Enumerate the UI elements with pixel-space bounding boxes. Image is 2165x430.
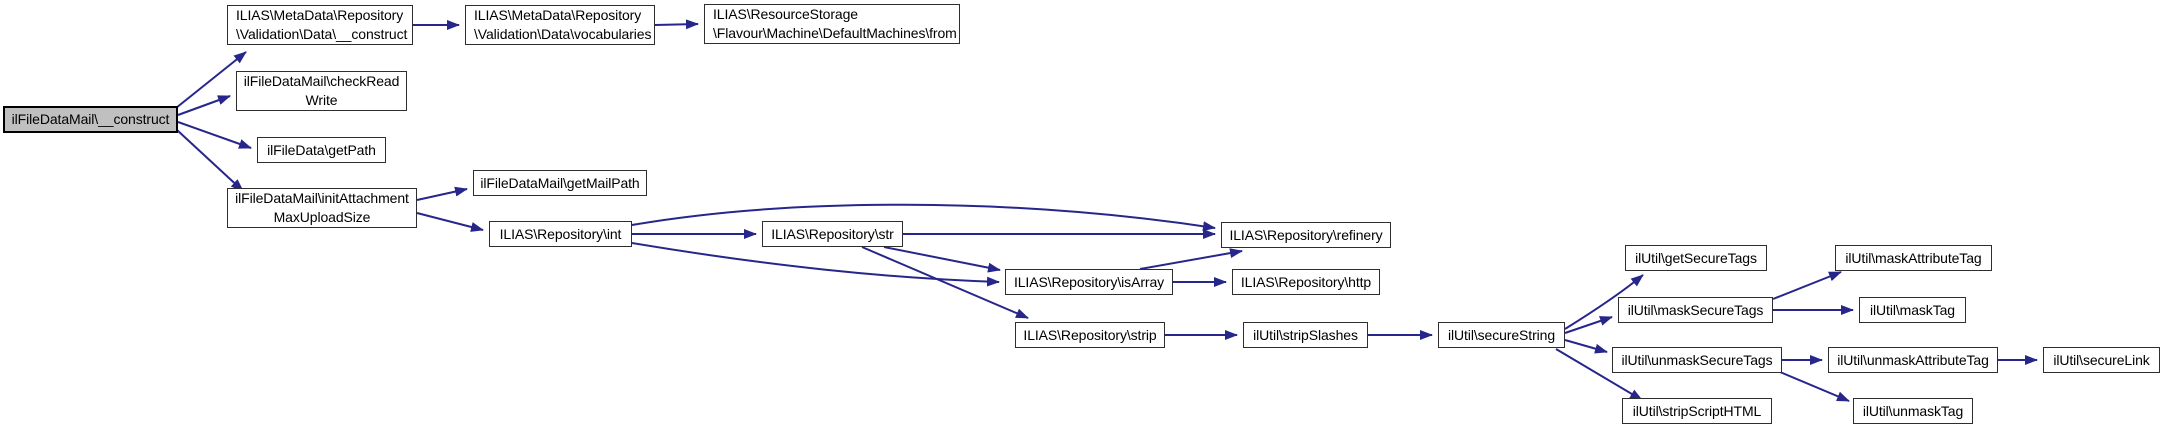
- graph-node-repo-is-array[interactable]: ILIAS\Repository\isArray: [1005, 269, 1173, 295]
- graph-node-unmask-tag[interactable]: ilUtil\unmaskTag: [1853, 398, 1973, 424]
- graph-node-label: ILIAS\Repository\str: [771, 225, 894, 242]
- graph-node-mask-secure-tags[interactable]: ilUtil\maskSecureTags: [1618, 297, 1773, 323]
- graph-node-label: ILIAS\Repository\refinery: [1229, 226, 1383, 243]
- graph-node-label: ILIAS\MetaData\Repository: [474, 7, 642, 23]
- graph-node-md-construct[interactable]: ILIAS\MetaData\Repository \Validation\Dat…: [227, 5, 413, 45]
- graph-node-label: ILIAS\Repository\http: [1240, 273, 1372, 290]
- edge-repo-int-to-repo-is-array: [631, 242, 1000, 287]
- graph-node-get-secure-tags[interactable]: ilUtil\getSecureTags: [1625, 245, 1767, 271]
- graph-node-get-mail-path[interactable]: ilFileDataMail\getMailPath: [473, 170, 647, 196]
- graph-node-strip-script-html[interactable]: ilUtil\stripScriptHTML: [1622, 398, 1772, 424]
- graph-node-construct: ilFileDataMail\__construct: [3, 106, 178, 133]
- graph-node-mask-tag[interactable]: ilUtil\maskTag: [1859, 297, 1966, 323]
- graph-node-label: ilUtil\stripScriptHTML: [1632, 402, 1762, 419]
- graph-node-repo-int[interactable]: ILIAS\Repository\int: [489, 221, 632, 247]
- edge-unmask-secure-tags-to-unmask-tag: [1779, 371, 1850, 402]
- graph-node-label: ilFileDataMail\getMailPath: [480, 174, 640, 191]
- edge-secure-string-to-unmask-secure-tags: [1564, 339, 1608, 354]
- edge-vocabularies-to-default-machines-from: [654, 19, 699, 30]
- edge-construct-to-init-attachment: [176, 129, 244, 192]
- graph-node-label: ILIAS\Repository\strip: [1023, 326, 1157, 343]
- graph-node-label: \Validation\Data\__construct: [236, 26, 408, 42]
- graph-node-label: ilUtil\stripSlashes: [1253, 326, 1358, 343]
- edge-construct-to-md-construct: [175, 51, 247, 109]
- graph-node-label: ilUtil\unmaskAttributeTag: [1837, 351, 1989, 368]
- graph-node-unmask-attribute-tag[interactable]: ilUtil\unmaskAttributeTag: [1828, 347, 1998, 373]
- graph-node-strip-slashes[interactable]: ilUtil\stripSlashes: [1243, 322, 1368, 348]
- edge-repo-str-to-repo-is-array: [883, 246, 1001, 273]
- graph-node-label: ILIAS\Repository\int: [499, 225, 622, 242]
- graph-node-label: ilUtil\maskSecureTags: [1627, 301, 1764, 318]
- edge-init-attachment-to-repo-int: [416, 212, 484, 232]
- graph-node-label: ilUtil\secureString: [1447, 326, 1556, 343]
- edge-construct-to-get-path: [177, 121, 252, 149]
- graph-node-default-machines-from[interactable]: ILIAS\ResourceStorage \Flavour\Machine\De…: [704, 4, 960, 44]
- graph-node-repo-str[interactable]: ILIAS\Repository\str: [762, 221, 903, 247]
- graph-node-unmask-secure-tags[interactable]: ilUtil\unmaskSecureTags: [1612, 347, 1782, 373]
- graph-node-label: ilUtil\maskAttributeTag: [1845, 249, 1982, 266]
- graph-node-label: ilUtil\unmaskTag: [1862, 402, 1964, 419]
- graph-node-vocabularies[interactable]: ILIAS\MetaData\Repository \Validation\Dat…: [465, 5, 655, 45]
- edge-secure-string-to-mask-secure-tags: [1564, 316, 1613, 334]
- edge-repo-str-to-repo-strip: [861, 246, 1029, 319]
- graph-node-label: ilFileDataMail\__construct: [11, 111, 170, 127]
- graph-node-repo-http[interactable]: ILIAS\Repository\http: [1232, 269, 1380, 295]
- graph-node-label: ilFileDataMail\initAttachment: [235, 190, 409, 206]
- graph-node-label: \Flavour\Machine\DefaultMachines\from: [713, 25, 957, 41]
- graph-node-repo-refinery[interactable]: ILIAS\Repository\refinery: [1221, 222, 1391, 248]
- edge-repo-int-to-repo-refinery: [631, 203, 1216, 232]
- edge-repo-is-array-to-repo-refinery: [1139, 248, 1243, 270]
- graph-node-get-path[interactable]: ilFileData\getPath: [257, 137, 386, 163]
- edge-mask-secure-tags-to-mask-attribute-tag: [1772, 271, 1842, 300]
- edge-init-attachment-to-get-mail-path: [416, 186, 468, 201]
- graph-node-label: ILIAS\MetaData\Repository: [236, 7, 404, 23]
- graph-node-label: Write: [305, 92, 338, 108]
- graph-node-label: ilUtil\unmaskSecureTags: [1621, 351, 1773, 368]
- edge-construct-to-check-read-write: [177, 95, 231, 116]
- graph-node-label: ILIAS\ResourceStorage: [713, 6, 858, 22]
- graph-node-label: \Validation\Data\vocabularies: [474, 26, 652, 42]
- edge-secure-string-to-strip-script-html: [1555, 348, 1643, 401]
- graph-node-label: ilUtil\secureLink: [2053, 351, 2150, 368]
- graph-node-repo-strip[interactable]: ILIAS\Repository\strip: [1015, 322, 1165, 348]
- graph-node-secure-string[interactable]: ilUtil\secureString: [1438, 322, 1565, 348]
- edge-secure-string-to-get-secure-tags: [1564, 274, 1644, 330]
- graph-node-label: ilFileDataMail\checkRead: [243, 73, 400, 89]
- graph-node-label: ilUtil\getSecureTags: [1635, 249, 1757, 266]
- graph-node-label: ilFileData\getPath: [267, 141, 376, 158]
- graph-node-mask-attribute-tag[interactable]: ilUtil\maskAttributeTag: [1835, 245, 1992, 271]
- graph-node-secure-link[interactable]: ilUtil\secureLink: [2043, 347, 2160, 373]
- graph-node-label: ILIAS\Repository\isArray: [1013, 273, 1165, 290]
- graph-node-label: MaxUploadSize: [273, 209, 371, 225]
- graph-node-label: ilUtil\maskTag: [1870, 301, 1955, 318]
